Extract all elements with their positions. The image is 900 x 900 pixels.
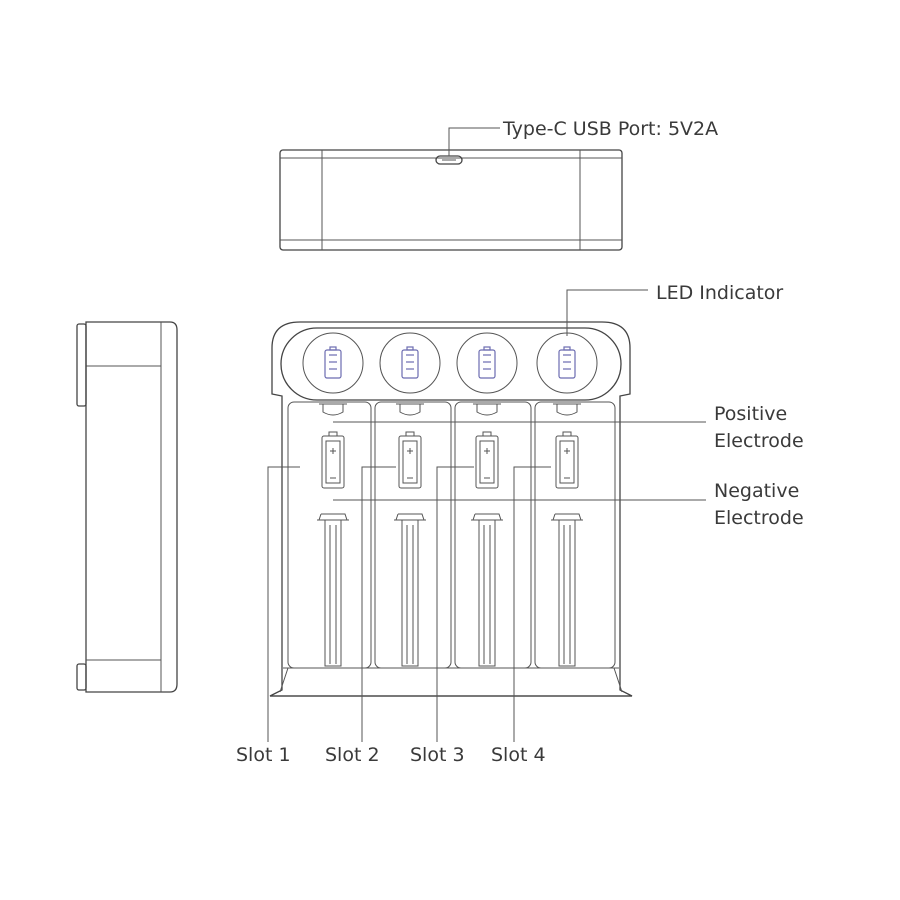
battery-plus-icon [475, 431, 499, 489]
slot-4-label: Slot 4 [491, 744, 546, 766]
slot-4 [551, 403, 583, 667]
led-indicators [302, 332, 598, 394]
negative-slider [551, 513, 583, 667]
negative-slider [394, 513, 426, 667]
positive-electrode-label-line1: Positive [714, 403, 787, 425]
led-indicator-3 [456, 332, 518, 394]
callouts: LED Indicator Positive Electrode Negativ… [333, 282, 804, 529]
front-view [269, 321, 633, 697]
battery-plus-icon [555, 431, 579, 489]
positive-contact [553, 403, 581, 416]
led-indicator-1 [302, 332, 364, 394]
led-bar [280, 327, 622, 401]
positive-contact [396, 403, 424, 416]
slot-2 [394, 403, 426, 667]
battery-level-icon [324, 346, 342, 379]
positive-contact [473, 403, 501, 416]
usb-port-label: Type-C USB Port: 5V2A [502, 118, 718, 140]
positive-contact [319, 403, 347, 416]
slot-1-label: Slot 1 [236, 744, 291, 766]
negative-slider [471, 513, 503, 667]
slot-labels: Slot 1 Slot 2 Slot 3 Slot 4 [236, 466, 551, 766]
led-indicator-2 [379, 332, 441, 394]
led-indicator-4 [536, 332, 598, 394]
battery-level-icon [401, 346, 419, 379]
slot-1 [317, 403, 349, 667]
top-view: Type-C USB Port: 5V2A [279, 118, 718, 251]
negative-electrode-label-line1: Negative [714, 480, 799, 502]
battery-level-icon [558, 346, 576, 379]
side-view [76, 321, 178, 693]
battery-plus-icon [398, 431, 422, 489]
slot-3-label: Slot 3 [410, 744, 465, 766]
negative-electrode-label-line2: Electrode [714, 507, 804, 529]
led-indicator-label: LED Indicator [656, 282, 783, 304]
slot-2-label: Slot 2 [325, 744, 380, 766]
slot-components [317, 403, 583, 667]
positive-electrode-label-line2: Electrode [714, 430, 804, 452]
battery-level-icon [478, 346, 496, 379]
battery-plus-icon [321, 431, 345, 489]
slot-3 [471, 403, 503, 667]
negative-slider [317, 513, 349, 667]
